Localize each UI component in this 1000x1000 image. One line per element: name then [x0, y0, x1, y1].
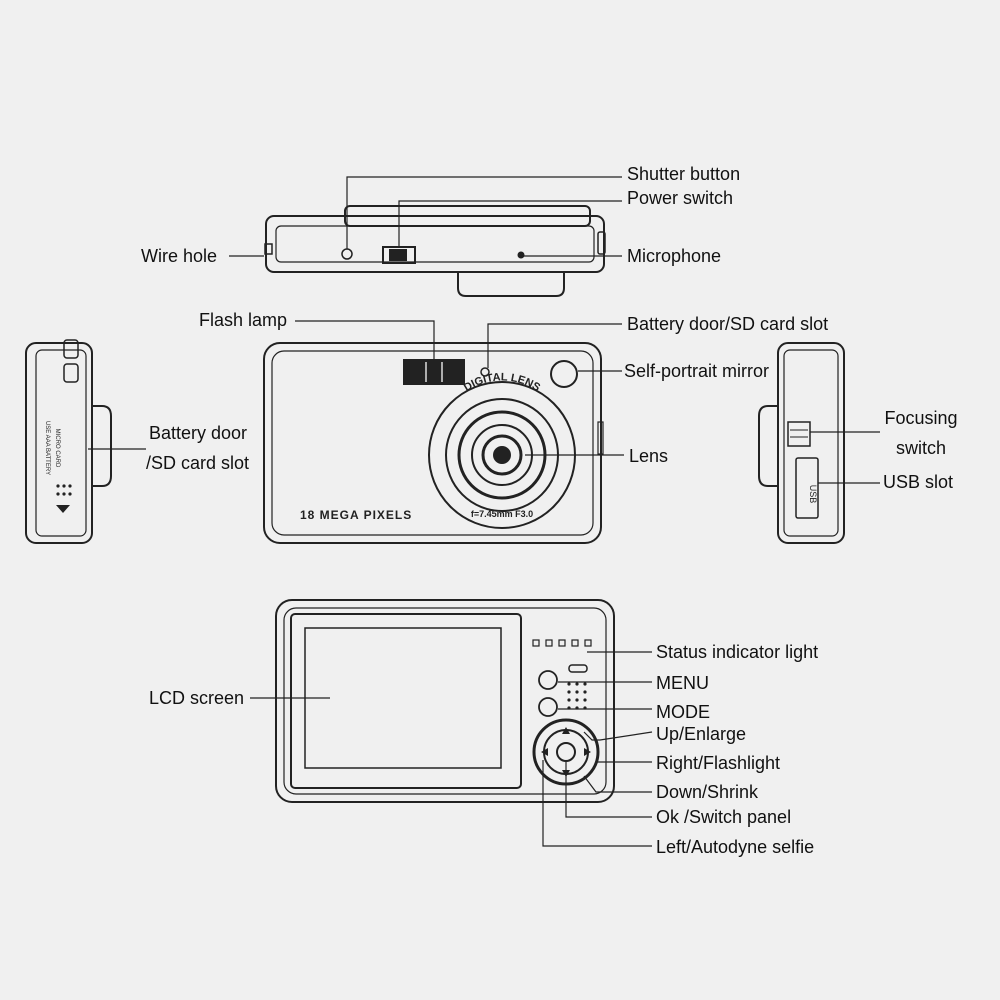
label-lens: Lens [629, 446, 669, 466]
self-portrait-mirror-icon [550, 360, 578, 388]
flash-lamp-icon [403, 359, 465, 385]
label-usb-slot: USB slot [883, 472, 954, 492]
status-indicator-light-icon [568, 664, 588, 673]
ok-button-icon [556, 742, 576, 762]
label-ok-switch-panel: Ok /Switch panel [656, 807, 792, 827]
camera-back-view [275, 599, 615, 803]
mode-button-icon [538, 697, 558, 717]
lens-icon [493, 446, 511, 464]
label-down-shrink: Down/Shrink [656, 782, 759, 802]
label-battery-door-sd-top: Battery door/SD card slot [627, 314, 829, 334]
label-right-flashlight: Right/Flashlight [656, 753, 781, 773]
label-battery-door-left-2: /SD card slot [146, 453, 250, 473]
label-left-autodyne-selfie: Left/Autodyne selfie [656, 837, 815, 857]
digital-lens-text: DIGITAL LENS [462, 371, 542, 394]
micro-card-text: MICRO CARD [54, 429, 60, 468]
label-power-switch: Power switch [627, 188, 734, 208]
label-up-enlarge: Up/Enlarge [656, 724, 747, 744]
mega-pixels-text: 18 MEGA PIXELS [300, 508, 412, 522]
label-focusing-switch-2: switch [895, 438, 946, 458]
microphone-icon [517, 251, 525, 259]
battery-text: USE AAA BATTERY [44, 421, 50, 475]
power-switch-icon [389, 249, 407, 261]
leader-lines [88, 176, 880, 847]
camera-top-view [264, 205, 606, 297]
label-wire-hole: Wire hole [141, 246, 218, 266]
label-shutter-button: Shutter button [627, 164, 741, 184]
wire-hole-icon [264, 243, 273, 255]
label-menu: MENU [656, 673, 709, 693]
label-focusing-switch-1: Focusing [884, 408, 958, 428]
label-battery-door-left-1: Battery door [149, 423, 248, 443]
label-mode: MODE [656, 702, 710, 722]
usb-text: USB [808, 485, 818, 504]
label-lcd-screen: LCD screen [149, 688, 245, 708]
label-self-portrait-mirror: Self-portrait mirror [624, 361, 770, 381]
focal-length-text: f=7.45mm F3.0 [471, 509, 533, 519]
lcd-screen-icon [304, 627, 502, 769]
label-flash-lamp: Flash lamp [199, 310, 288, 330]
menu-button-icon [538, 670, 558, 690]
focusing-switch-icon [787, 421, 811, 447]
usb-slot-icon [795, 457, 819, 519]
camera-right-side-view [758, 342, 845, 544]
label-microphone: Microphone [627, 246, 722, 266]
camera-left-side-view [25, 339, 112, 544]
shutter-button-icon [341, 248, 353, 260]
label-status-indicator-light: Status indicator light [656, 642, 819, 662]
